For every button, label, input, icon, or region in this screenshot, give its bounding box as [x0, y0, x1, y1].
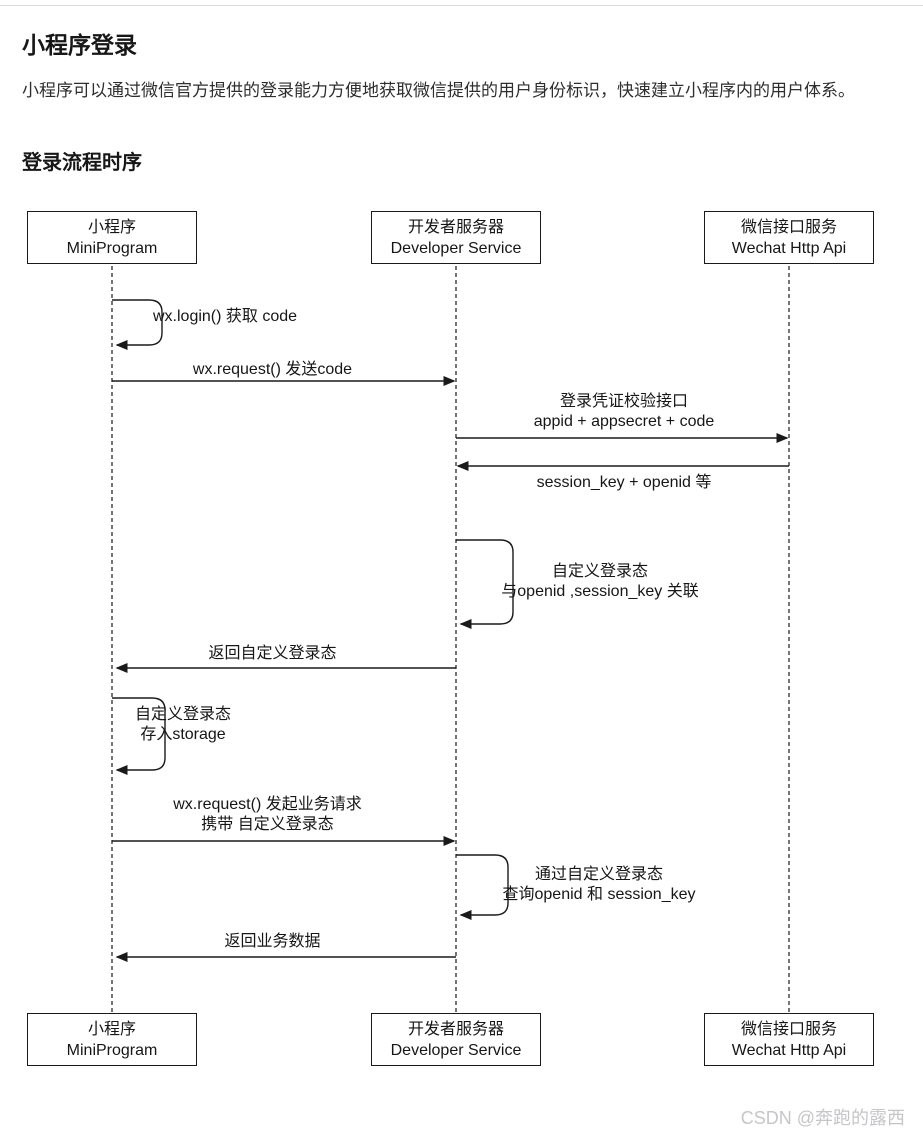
- participant-label-en: Developer Service: [390, 239, 522, 257]
- page-top-divider: [0, 5, 923, 6]
- participant-top-developer-service: 开发者服务器 Developer Service: [371, 211, 541, 264]
- message-line-2: 携带 自定义登录态: [201, 816, 334, 833]
- message-label-wx-request-send-code: wx.request() 发送code: [192, 361, 353, 378]
- message-label-store-storage: 自定义登录态 存入storage: [116, 705, 250, 745]
- message-line-2: appid + appsecret + code: [533, 413, 715, 430]
- participant-label-en: Developer Service: [390, 1041, 522, 1059]
- participant-top-wechat-api: 微信接口服务 Wechat Http Api: [704, 211, 874, 264]
- message-line-1: 自定义登录态: [134, 706, 231, 723]
- message-label-login-credential-check: 登录凭证校验接口 appid + appsecret + code: [458, 392, 790, 432]
- participant-label-cn: 微信接口服务: [740, 1020, 837, 1038]
- participant-top-miniprogram: 小程序 MiniProgram: [27, 211, 197, 264]
- message-label-return-custom-login-state: 返回自定义登录态: [208, 645, 337, 662]
- participant-bottom-wechat-api: 微信接口服务 Wechat Http Api: [704, 1013, 874, 1066]
- message-line-1: wx.request() 发起业务请求: [173, 796, 362, 813]
- participant-bottom-miniprogram: 小程序 MiniProgram: [27, 1013, 197, 1066]
- participant-label-cn: 小程序: [87, 218, 136, 236]
- participant-label-en: Wechat Http Api: [731, 1041, 847, 1059]
- page-title: 小程序登录: [22, 32, 137, 58]
- participant-label-cn: 开发者服务器: [407, 1020, 504, 1038]
- message-line-2: 存入storage: [140, 726, 226, 743]
- participant-label-cn: 小程序: [87, 1020, 136, 1038]
- section-heading: 登录流程时序: [22, 152, 142, 174]
- message-line-2: 查询openid 和 session_key: [502, 886, 696, 903]
- message-label-query-openid: 通过自定义登录态 查询openid 和 session_key: [476, 865, 722, 905]
- participant-label-en: MiniProgram: [66, 1041, 158, 1059]
- message-label-session-key-return: session_key + openid 等: [536, 474, 712, 491]
- participant-label-en: Wechat Http Api: [731, 239, 847, 257]
- message-line-1: 登录凭证校验接口: [559, 393, 688, 410]
- message-label-custom-login-state: 自定义登录态 与openid ,session_key 关联: [478, 562, 722, 602]
- message-label-wx-login: wx.login() 获取 code: [153, 308, 298, 325]
- participant-label-cn: 开发者服务器: [407, 218, 504, 236]
- intro-paragraph: 小程序可以通过微信官方提供的登录能力方便地获取微信提供的用户身份标识，快速建立小…: [22, 81, 855, 100]
- message-label-business-request: wx.request() 发起业务请求 携带 自定义登录态: [95, 795, 440, 835]
- csdn-watermark: CSDN @奔跑的露西: [740, 1108, 905, 1128]
- participant-label-en: MiniProgram: [66, 239, 158, 257]
- message-line-2: 与openid ,session_key 关联: [501, 583, 699, 600]
- participant-bottom-developer-service: 开发者服务器 Developer Service: [371, 1013, 541, 1066]
- participant-label-cn: 微信接口服务: [740, 218, 837, 236]
- message-line-1: 自定义登录态: [551, 563, 648, 580]
- message-label-return-business-data: 返回业务数据: [224, 933, 321, 950]
- message-line-1: 通过自定义登录态: [534, 866, 663, 883]
